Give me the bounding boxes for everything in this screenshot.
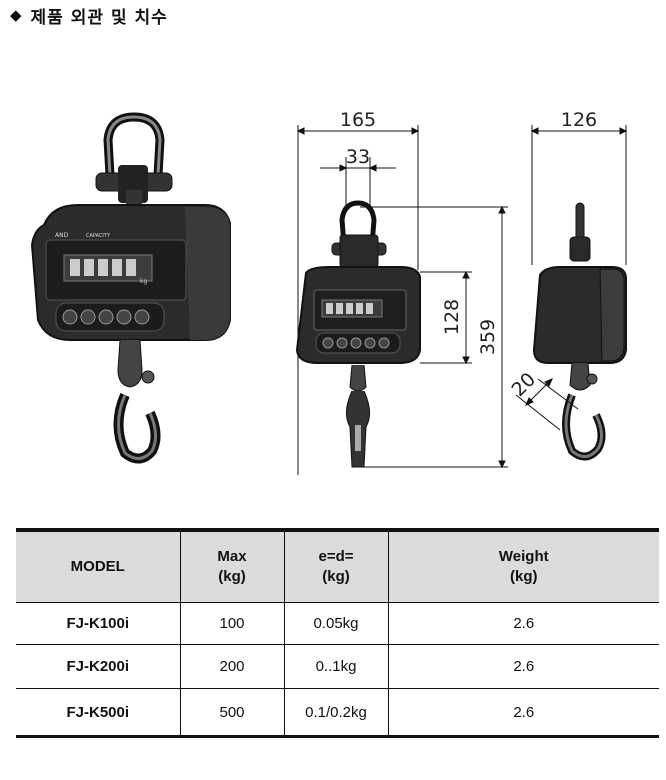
cell-max: 500 [179, 688, 284, 738]
front-view [295, 125, 508, 475]
table-row: FJ-K200i 200 0..1kg 2.6 [16, 644, 659, 689]
cell-max: 200 [179, 644, 284, 689]
dim-width-ring: 33 [346, 146, 370, 168]
diamond-bullet-icon: ◆ [10, 6, 23, 24]
digit-display [70, 259, 136, 276]
header-weight: Weight(kg) [387, 528, 659, 603]
section-title-text: 제품 외관 및 치수 [30, 7, 168, 28]
section-title: ◆ 제품 외관 및 치수 [10, 2, 168, 28]
cell-weight: 2.6 [387, 688, 659, 738]
capacity-label: CAPACITY [86, 233, 111, 239]
cell-model: FJ-K500i [16, 688, 180, 738]
cell-ed: 0..1kg [283, 644, 388, 689]
header-max: Max(kg) [179, 528, 284, 603]
dim-width-total: 165 [340, 109, 376, 131]
header-model: MODEL [16, 528, 180, 603]
cell-ed: 0.1/0.2kg [283, 688, 388, 738]
table-row: FJ-K100i 100 0.05kg 2.6 [16, 602, 659, 645]
spec-table: MODEL Max(kg) e=d=(kg) Weight(kg) FJ-K10… [16, 528, 659, 738]
table-row: FJ-K500i 500 0.1/0.2kg 2.6 [16, 688, 659, 738]
unit-label: kg [140, 278, 147, 285]
cell-model: FJ-K200i [16, 644, 180, 689]
product-dimension-drawing: AND CAPACITY kg [30, 109, 628, 475]
cell-max: 100 [179, 602, 284, 645]
dim-depth: 126 [561, 109, 597, 131]
dim-body-height: 128 [441, 299, 463, 335]
cell-weight: 2.6 [387, 644, 659, 689]
perspective-view: AND CAPACITY kg [30, 112, 231, 464]
dim-total-height: 359 [477, 319, 499, 355]
header-ed: e=d=(kg) [283, 528, 388, 603]
brand-logo: AND [55, 232, 69, 239]
cell-weight: 2.6 [387, 602, 659, 645]
side-view [515, 125, 628, 461]
spec-table-header: MODEL Max(kg) e=d=(kg) Weight(kg) [16, 528, 659, 603]
cell-ed: 0.05kg [283, 602, 388, 645]
keypad-buttons [62, 309, 150, 325]
cell-model: FJ-K100i [16, 602, 180, 645]
